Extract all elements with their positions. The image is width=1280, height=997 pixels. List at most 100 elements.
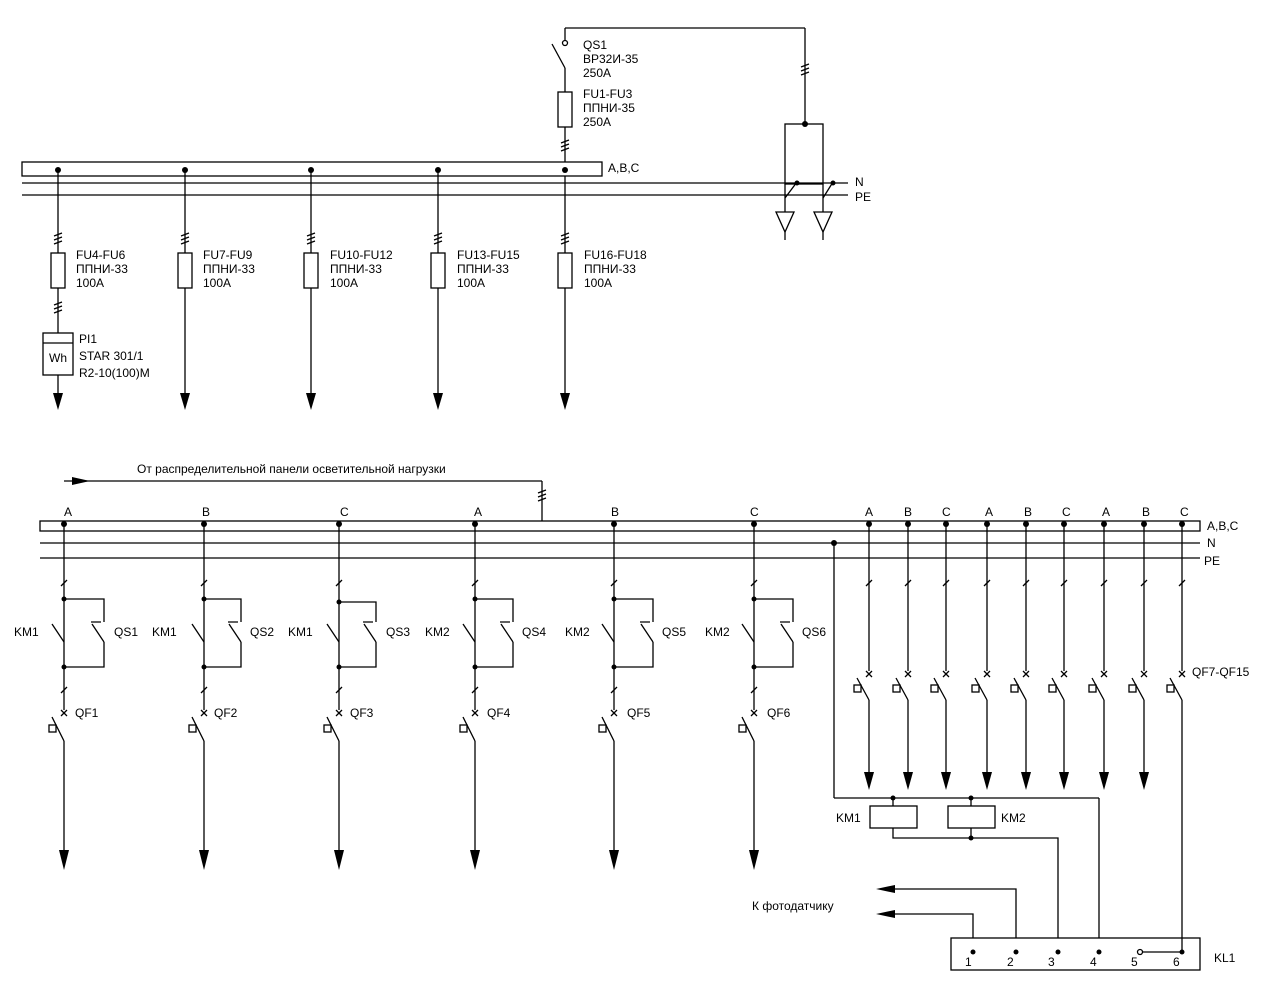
meter-name: PI1 (79, 332, 97, 346)
right-breaker-leg (1166, 521, 1186, 701)
qs1-type: ВР32И-35 (583, 52, 639, 66)
qf-breaker-blade (1131, 677, 1145, 701)
fu1-fu3-fuse (557, 91, 573, 128)
branch-4-contactor: KM2 (425, 625, 450, 639)
branch-1-phase: A (64, 505, 72, 519)
branch-4-switch: QS4 (522, 625, 546, 639)
branch-3-breaker: QF3 (350, 706, 374, 720)
terminal-6: 6 (1173, 955, 1180, 969)
right-breaker-leg (971, 521, 992, 790)
bottom-schematic: От распределительной панели осветительно… (14, 462, 1250, 971)
qf-breaker-blade-6 (741, 716, 755, 742)
feeder-4-arrow (433, 393, 443, 410)
feeder-3-type: ППНИ-33 (330, 262, 382, 276)
right-breaker-arrow (1021, 772, 1031, 790)
feeder-4-rating: 100А (457, 276, 485, 290)
feeder-5-rating: 100А (584, 276, 612, 290)
km-contact-blade-1 (51, 623, 65, 643)
right-breaker-arrow (903, 772, 913, 790)
qf-breaker-blade-2 (191, 716, 205, 742)
source-arrow (72, 477, 90, 485)
qf-breaker-blade (1013, 677, 1027, 701)
right-breaker-arrow (982, 772, 992, 790)
fuse-fu16-fu18 (557, 252, 573, 289)
qf-breaker-blade (856, 677, 870, 701)
branch-3-contactor: KM1 (288, 625, 313, 639)
right-breaker-arrow (864, 772, 874, 790)
top-pe-label: PE (855, 190, 871, 204)
feeder-3-rating: 100А (330, 276, 358, 290)
right-breaker-leg (1088, 521, 1109, 790)
right-breakers-label: QF7-QF15 (1192, 665, 1250, 679)
photo-arrow-2 (876, 910, 895, 918)
branch-3-switch: QS3 (386, 625, 410, 639)
terminal-4: 4 (1090, 955, 1097, 969)
right-breaker-leg (1010, 521, 1031, 790)
photo-label: К фотодатчику (752, 899, 834, 913)
qs-switch-blade-4 (500, 623, 514, 643)
feeder-4-name: FU13-FU15 (457, 248, 520, 262)
branch-1-breaker: QF1 (75, 706, 99, 720)
source-label: От распределительной панели осветительно… (137, 462, 446, 476)
branch-5-contactor: KM2 (565, 625, 590, 639)
branch-2-arrow (199, 850, 209, 870)
km-contact-blade-5 (601, 623, 615, 643)
feeder-5-arrow (560, 393, 570, 410)
bottom-n-label: N (1207, 536, 1216, 550)
coil-km1-label: KM1 (836, 811, 861, 825)
feeder-4-type: ППНИ-33 (457, 262, 509, 276)
right-breaker-group: A B C A B C A B C QF7-QF15 (853, 505, 1250, 790)
feeder-2-rating: 100А (203, 276, 231, 290)
branch-4-breaker: QF4 (487, 706, 511, 720)
feeder-1: Wh FU4-FU6 ППНИ-33 100А PI1 STAR 301/1 R… (42, 167, 150, 410)
bottom-bus-bar (39, 520, 1201, 532)
surge-arrester-1 (774, 211, 796, 234)
right-breaker-arrow (1059, 772, 1069, 790)
qs1-rating: 250А (583, 66, 611, 80)
meter-spec: R2-10(100)M (79, 366, 150, 380)
right-breaker-leg (1048, 521, 1069, 790)
feeder-4: FU13-FU15 ППНИ-33 100А (430, 167, 520, 410)
branch-2-contactor: KM1 (152, 625, 177, 639)
qf-breaker-blade (1051, 677, 1065, 701)
fu-main-type: ППНИ-35 (583, 101, 635, 115)
meter-model: STAR 301/1 (79, 349, 144, 363)
km-contact-blade-6 (741, 623, 755, 643)
terminal-1: 1 (965, 955, 972, 969)
branch-3: C KM1 QS3 QF3 (288, 505, 410, 870)
branch-6: C KM2 QS6 QF6 (705, 505, 826, 870)
right-breaker-leg (930, 521, 951, 790)
branch-2-breaker: QF2 (214, 706, 238, 720)
branch-3-phase: C (340, 505, 349, 519)
qf-breaker-blade-3 (326, 716, 340, 742)
qs-switch-blade-5 (640, 623, 654, 643)
branch-1-contactor: KM1 (14, 625, 39, 639)
main-incomer: QS1 ВР32И-35 250А FU1-FU3 ППНИ-35 250А (551, 27, 805, 173)
branch-6-breaker: QF6 (767, 706, 791, 720)
feeder-1-name: FU4-FU6 (76, 248, 126, 262)
right-phase-4: A (985, 505, 993, 519)
branch-1-arrow (59, 850, 69, 870)
branch-4-phase: A (474, 505, 482, 519)
branch-4: A KM2 QS4 QF4 (425, 505, 546, 870)
meter-pi1 (42, 332, 74, 376)
feeder-3: FU10-FU12 ППНИ-33 100А (303, 167, 393, 410)
qf-breaker-blade-1 (51, 716, 65, 742)
branch-5: B KM2 QS5 QF5 (565, 505, 686, 870)
branch-6-arrow (749, 850, 759, 870)
right-breaker-legs (853, 521, 1186, 790)
feeder-2: FU7-FU9 ППНИ-33 100А (177, 167, 255, 410)
coil-km1 (869, 805, 918, 829)
right-phase-3: C (942, 505, 951, 519)
feeder-5-name: FU16-FU18 (584, 248, 647, 262)
surge-arresters (774, 28, 836, 240)
km-contact-blade-3 (326, 623, 340, 643)
top-schematic: A,B,C N PE QS1 ВР32И-35 250А FU1-FU3 ППН… (21, 27, 871, 410)
feeder-2-type: ППНИ-33 (203, 262, 255, 276)
terminal-3: 3 (1048, 955, 1055, 969)
right-phase-6: C (1062, 505, 1071, 519)
right-phase-9: C (1180, 505, 1189, 519)
right-breaker-leg (853, 521, 874, 790)
feeder-3-arrow (306, 393, 316, 410)
km-contact-blade-2 (191, 623, 205, 643)
